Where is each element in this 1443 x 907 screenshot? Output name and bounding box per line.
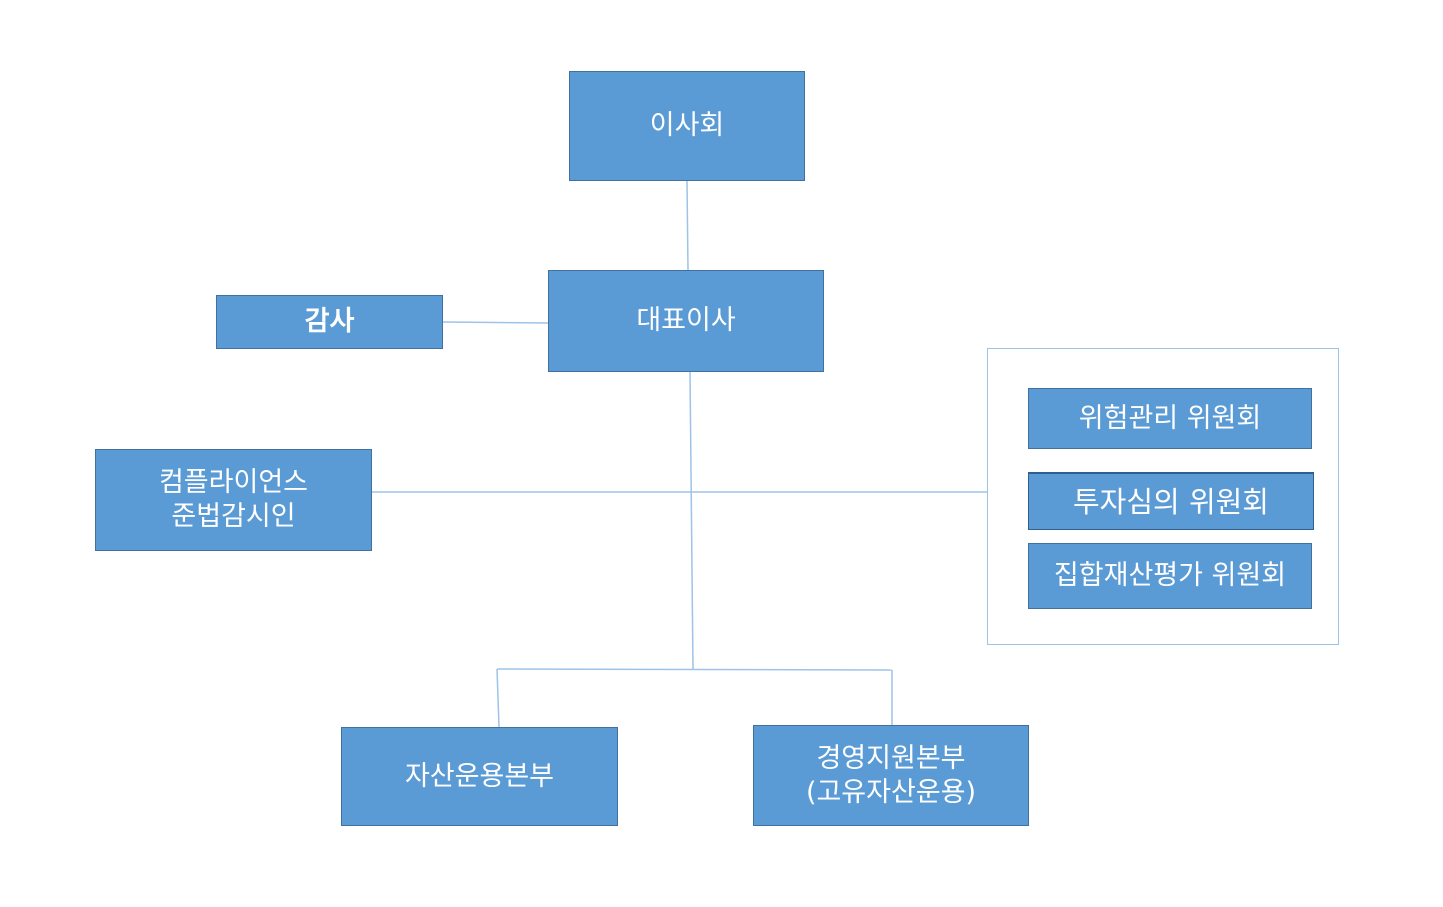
management-support-division-box: 경영지원본부 (고유자산운용) bbox=[753, 725, 1029, 826]
risk-management-committee-box: 위험관리 위원회 bbox=[1028, 388, 1312, 449]
asset-management-division-box: 자산운용본부 bbox=[341, 727, 618, 826]
connector-division-bar bbox=[496, 668, 893, 671]
collective-asset-valuation-committee-box: 집합재산평가 위원회 bbox=[1028, 543, 1312, 609]
compliance-officer-box: 컴플라이언스 준법감시인 bbox=[95, 449, 372, 551]
committee-group-frame bbox=[987, 348, 1339, 645]
investment-review-committee-box: 투자심의 위원회 bbox=[1028, 472, 1314, 530]
connector-ceo-trunk bbox=[689, 371, 694, 670]
connector-board-ceo bbox=[686, 180, 689, 271]
board-box: 이사회 bbox=[569, 71, 805, 181]
audit-box: 감사 bbox=[216, 295, 443, 349]
connector-audit-ceo bbox=[442, 321, 549, 324]
connector-asset-division bbox=[496, 668, 500, 728]
ceo-box: 대표이사 bbox=[548, 270, 824, 372]
